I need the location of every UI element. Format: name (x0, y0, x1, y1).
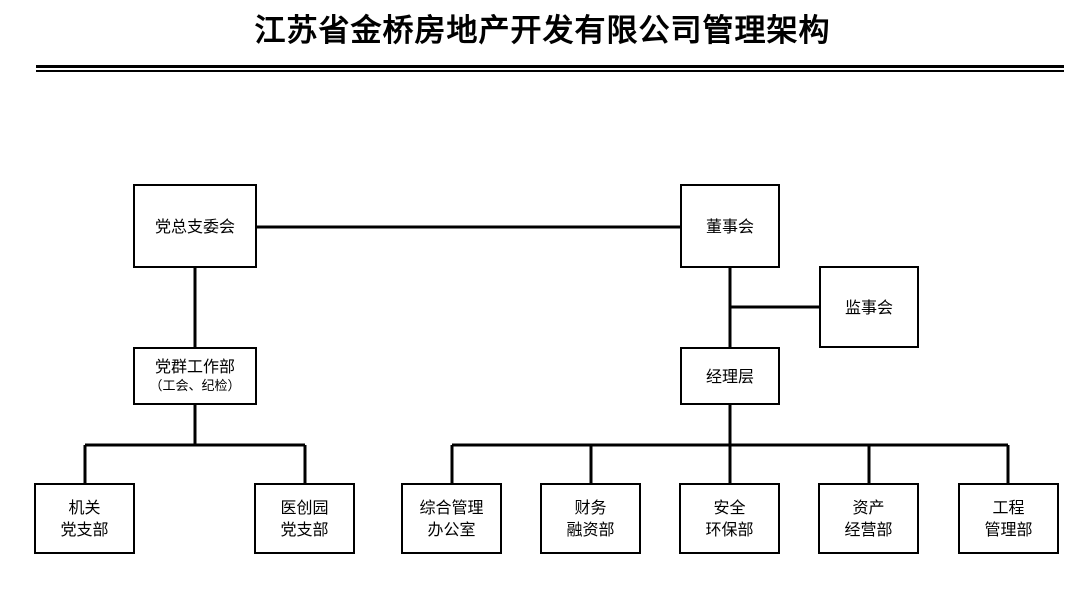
title-divider (36, 65, 1064, 72)
org-node-management-layer[interactable]: 经理层 (680, 347, 780, 405)
org-node-board-of-supervisors[interactable]: 监事会 (819, 266, 919, 348)
org-node-label-secondary: 党支部 (60, 520, 109, 539)
org-node-label-primary: 资产 (852, 498, 885, 517)
org-node-safety-environment-department[interactable]: 安全环保部 (679, 483, 780, 554)
org-node-medical-park-party-branch[interactable]: 医创园党支部 (254, 483, 355, 554)
org-node-label-primary: 安全 (713, 498, 746, 517)
org-node-board-of-directors[interactable]: 董事会 (680, 184, 780, 268)
org-node-label-secondary: 管理部 (984, 520, 1033, 539)
page-title: 江苏省金桥房地产开发有限公司管理架构 (254, 13, 831, 49)
org-node-general-management-office[interactable]: 综合管理办公室 (401, 483, 502, 554)
org-node-label-secondary: 党支部 (280, 520, 329, 539)
org-node-party-branch-committee[interactable]: 党总支委会 (133, 184, 257, 268)
org-node-label-secondary: 融资部 (566, 520, 615, 539)
org-node-label-primary: 工程 (992, 498, 1025, 517)
org-node-label-secondary: 经营部 (844, 520, 893, 539)
org-node-label-primary: 监事会 (844, 297, 893, 317)
org-node-asset-operation-department[interactable]: 资产经营部 (818, 483, 919, 554)
org-node-label-secondary: （工会、纪检） (149, 379, 241, 394)
org-node-label-primary: 医创园 (280, 498, 329, 517)
org-node-label-primary: 党总支委会 (154, 216, 235, 236)
title-block: 江苏省金桥房地产开发有限公司管理架构 (0, 0, 1085, 78)
org-node-label-primary: 机关 (68, 498, 101, 517)
org-node-label-secondary: 环保部 (705, 520, 754, 539)
org-node-finance-financing-department[interactable]: 财务融资部 (540, 483, 641, 554)
org-node-label-primary: 综合管理 (419, 498, 484, 517)
org-node-label-primary: 经理层 (705, 366, 754, 386)
org-node-label-secondary: 办公室 (427, 520, 476, 539)
org-node-agency-party-branch[interactable]: 机关党支部 (34, 483, 135, 554)
org-node-label-primary: 财务 (574, 498, 607, 517)
org-node-label-primary: 党群工作部 (154, 357, 235, 376)
org-node-engineering-management-department[interactable]: 工程管理部 (958, 483, 1059, 554)
org-node-party-mass-work-department[interactable]: 党群工作部 （工会、纪检） (133, 347, 257, 405)
divider-line-thin (36, 70, 1064, 72)
org-node-label-primary: 董事会 (705, 216, 754, 236)
divider-line-thick (36, 65, 1064, 68)
